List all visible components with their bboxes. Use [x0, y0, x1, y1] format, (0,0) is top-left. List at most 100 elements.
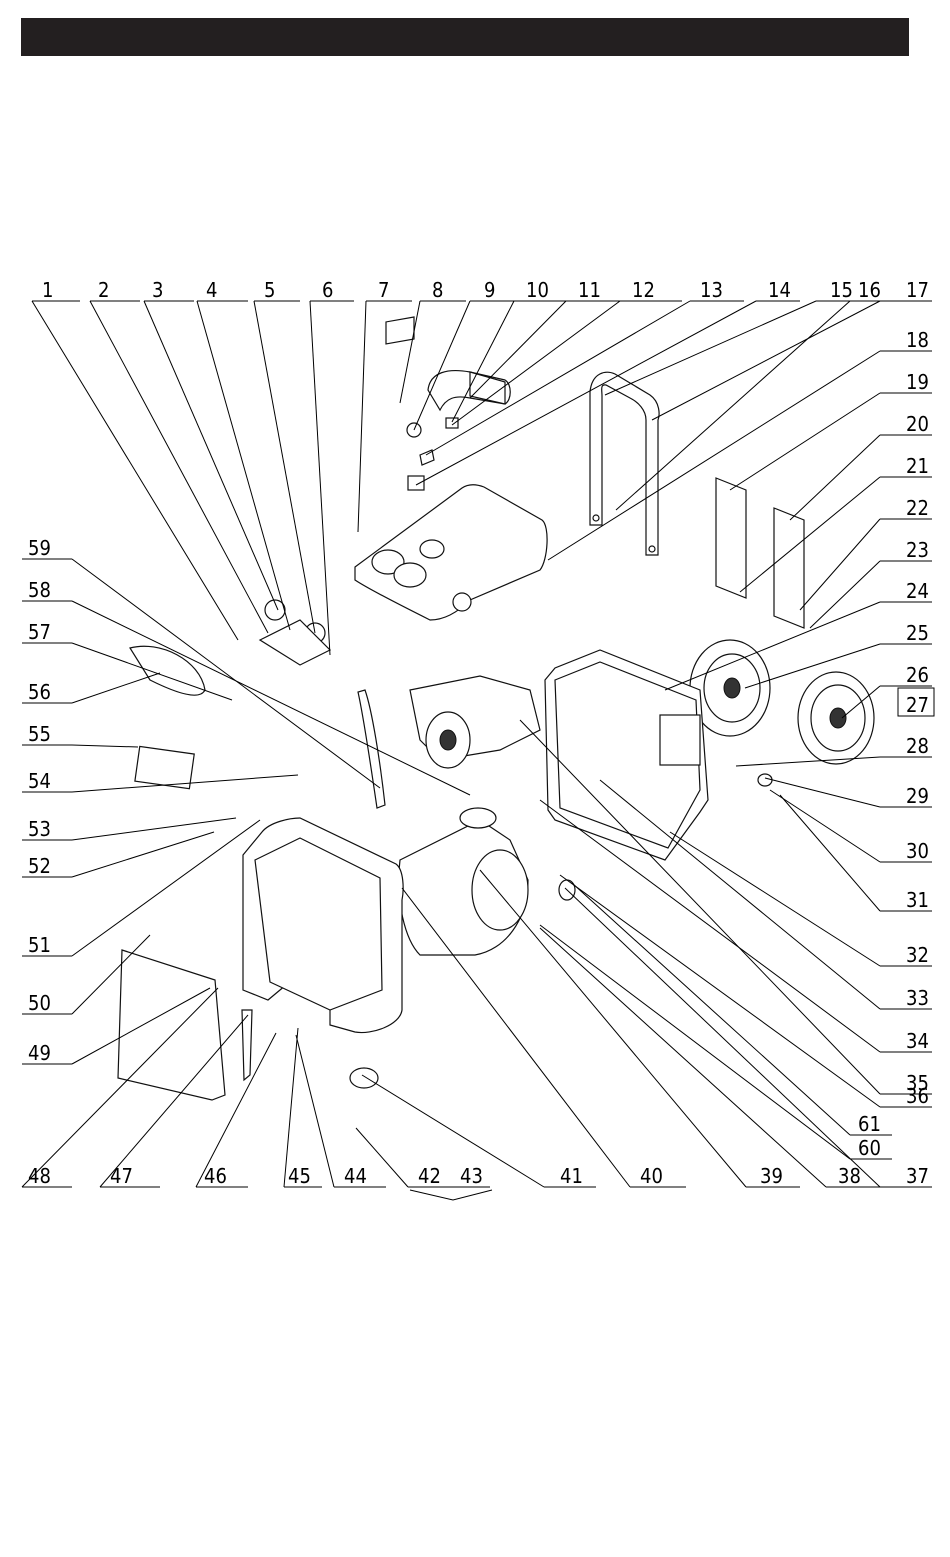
callout-label: 15 [830, 278, 853, 302]
callout-36: 36 [560, 875, 932, 1108]
callout-leader [72, 745, 138, 747]
callout-leader [540, 928, 826, 1187]
callout-leader [560, 875, 880, 1107]
callout-label: 43 [460, 1164, 483, 1188]
callout-leader [144, 301, 278, 610]
callout-label: 20 [906, 412, 929, 436]
callout-leader [72, 818, 236, 840]
callout-leader [32, 301, 238, 640]
callout-label: 23 [906, 538, 929, 562]
parts-illustration [118, 317, 874, 1100]
callout-label: 47 [110, 1164, 133, 1188]
callout-42: 42 [356, 1128, 455, 1188]
callout-1: 1 [32, 278, 238, 640]
callout-label: 37 [906, 1164, 929, 1188]
callout-label: 25 [906, 621, 929, 645]
callout-13: 13 [426, 278, 744, 455]
callout-19: 19 [730, 370, 932, 490]
callout-label: 46 [204, 1164, 227, 1188]
callout-45: 45 [284, 1028, 322, 1188]
callout-label: 52 [28, 854, 51, 878]
callout-label: 22 [906, 496, 929, 520]
callout-43: 43 [448, 1164, 490, 1188]
callout-leader [730, 393, 880, 490]
callout-leader [765, 778, 880, 807]
callout-label: 45 [288, 1164, 311, 1188]
callout-label: 18 [906, 328, 929, 352]
callout-label: 27 [906, 693, 929, 717]
callout-51: 51 [22, 820, 260, 957]
callout-58: 58 [22, 578, 470, 795]
callout-label: 61 [858, 1112, 881, 1136]
wheel-lower [798, 672, 874, 764]
callout-label: 17 [906, 278, 929, 302]
callout-label: 38 [838, 1164, 861, 1188]
callout-label: 49 [28, 1041, 51, 1065]
callout-leader [358, 301, 366, 532]
callout-label: 9 [484, 278, 495, 302]
rear-housing [545, 650, 708, 860]
callout-label: 57 [28, 620, 51, 644]
grommet [460, 808, 496, 828]
callout-label: 44 [344, 1164, 367, 1188]
callout-leader [402, 888, 630, 1187]
callout-56: 56 [22, 673, 160, 704]
callout-leader [540, 925, 850, 1159]
air-hose-coil [130, 646, 205, 695]
callout-leader [780, 795, 880, 911]
callout-59: 59 [22, 536, 380, 788]
callout-label: 53 [28, 817, 51, 841]
callout-label: 58 [28, 578, 51, 602]
washer [758, 774, 772, 786]
callout-leader [605, 301, 816, 395]
callout-leader [72, 832, 214, 877]
label-plate [135, 746, 194, 788]
air-tank [399, 820, 528, 955]
bracket-left [716, 478, 746, 598]
callout-label: 13 [700, 278, 723, 302]
callout-label: 8 [432, 278, 443, 302]
callout-39: 39 [480, 870, 800, 1188]
callout-label: 19 [906, 370, 929, 394]
callout-leader [72, 820, 260, 956]
top-shroud [355, 485, 547, 620]
callout-label: 41 [560, 1164, 583, 1188]
callout-leader [72, 673, 160, 703]
callout-leader [72, 559, 380, 788]
callout-7: 7 [358, 278, 412, 532]
callout-42-43-bracket [410, 1190, 492, 1200]
callout-label: 34 [906, 1029, 929, 1053]
front-housing [243, 818, 403, 1033]
bracket-right [774, 508, 804, 628]
callout-label: 59 [28, 536, 51, 560]
callout-label: 39 [760, 1164, 783, 1188]
callout-label: 31 [906, 888, 929, 912]
callout-label: 56 [28, 680, 51, 704]
callout-label: 55 [28, 722, 51, 746]
callout-leader [90, 301, 268, 633]
callout-55: 55 [22, 722, 138, 747]
callout-label: 3 [152, 278, 163, 302]
callout-leader [72, 601, 470, 795]
callout-label: 50 [28, 991, 51, 1015]
callout-leader [770, 790, 880, 862]
callout-label: 51 [28, 933, 51, 957]
callout-label: 24 [906, 579, 929, 603]
callout-leader [400, 301, 420, 403]
callout-label: 33 [906, 986, 929, 1010]
callout-leader [414, 301, 470, 430]
callout-label: 36 [906, 1084, 929, 1108]
callout-2: 2 [90, 278, 268, 633]
callout-label: 10 [526, 278, 549, 302]
callout-label: 48 [28, 1164, 51, 1188]
callout-5: 5 [254, 278, 315, 633]
callout-leader [540, 800, 880, 1052]
callout-label: 14 [768, 278, 791, 302]
handle-clip [446, 418, 458, 428]
callout-label: 28 [906, 734, 929, 758]
callout-label: 11 [578, 278, 601, 302]
callout-4: 4 [197, 278, 290, 630]
callout-17: 17 [652, 278, 932, 420]
handle-bracket [420, 450, 434, 465]
